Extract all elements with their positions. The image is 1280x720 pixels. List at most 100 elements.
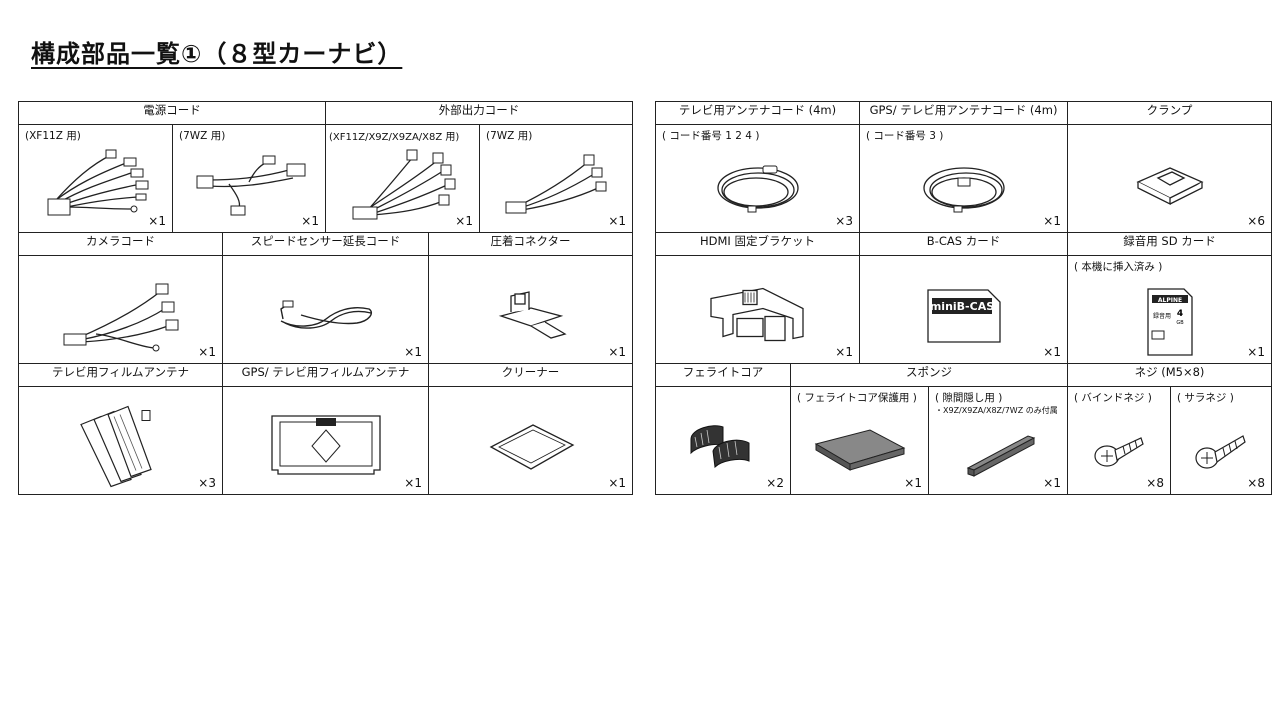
quantity: ×1 (608, 345, 627, 359)
power-harness-illustration (47, 149, 148, 216)
cell-tv-antenna-cord: ( コード番号 1 2 4 ) ×3 (655, 124, 860, 233)
quantity: ×1 (608, 476, 627, 490)
header-power-cord: 電源コード (18, 101, 326, 125)
cell-external-output-cord-7wz: (7WZ 用) ×1 (478, 124, 634, 233)
sponge-note: ・X9Z/X9ZA/X8Z/7WZ のみ付属 (935, 406, 1058, 415)
quantity: ×3 (198, 476, 216, 490)
header-camera-cord: カメラコード (18, 232, 223, 256)
quantity: ×1 (455, 214, 473, 228)
header-clamp: クランプ (1067, 101, 1272, 125)
quantity: ×1 (404, 476, 422, 490)
crimp-connector-illustration (498, 291, 567, 339)
cell-bind-screw: ( バインドネジ ) ×8 (1067, 386, 1171, 495)
quantity: ×1 (904, 476, 922, 490)
cell-hdmi-bracket: ×1 (655, 255, 860, 364)
quantity: ×1 (1043, 345, 1061, 359)
sponge-usage-label: ( 隙間隠し用 ) (935, 392, 1003, 404)
sd-brand: ALPINE (1157, 297, 1181, 304)
header-screw: ネジ (M5×8) (1067, 363, 1272, 387)
sd-label: 録音用 (1152, 312, 1170, 320)
header-gps-tv-film-antenna: GPS/ テレビ用フィルムアンテナ (222, 363, 429, 387)
cell-crimp-connector: ×1 (427, 255, 634, 364)
cell-tv-film-antenna: ×3 (18, 386, 223, 495)
sd-size: 4 (1176, 309, 1182, 319)
parts-table-right: テレビ用アンテナコード (4m) GPS/ テレビ用アンテナコード (4m) ク… (655, 101, 1272, 495)
header-crimp-connector: 圧着コネクター (427, 232, 634, 256)
header-hdmi-bracket: HDMI 固定ブラケット (655, 232, 860, 256)
sd-unit: GB (1176, 320, 1184, 326)
quantity: ×1 (835, 345, 853, 359)
screw-type-label: ( バインドネジ ) (1074, 392, 1152, 404)
quantity: ×8 (1247, 476, 1265, 490)
quantity: ×1 (198, 345, 216, 359)
cell-flat-screw: ( サラネジ ) ×8 (1170, 386, 1272, 495)
power-harness-7wz-illustration (196, 155, 306, 216)
preinstalled-label: ( 本機に挿入済み ) (1074, 261, 1163, 273)
header-sd-card: 録音用 SD カード (1067, 232, 1272, 256)
cell-bcas-card: miniB-CAS ×1 (859, 255, 1068, 364)
hdmi-bracket-illustration (709, 287, 804, 342)
cord-number-label: ( コード番号 3 ) (866, 130, 944, 142)
sponge-usage-label: ( フェライトコア保護用 ) (797, 392, 917, 404)
header-external-output-cord: 外部出力コード (324, 101, 634, 125)
header-tv-antenna-cord: テレビ用アンテナコード (4m) (655, 101, 860, 125)
quantity: ×1 (608, 214, 627, 228)
cell-cleaner: ×1 (427, 386, 634, 495)
sponge-strip-illustration (966, 435, 1036, 478)
parts-table-left: 電源コード 外部出力コード (XF11Z 用) ×1 (7 (18, 101, 634, 495)
cell-external-output-cord-xf11z: (XF11Z/X9Z/X9ZA/X8Z 用) ×1 (325, 124, 480, 233)
variant-label: (XF11Z/X9Z/X9ZA/X8Z 用) (329, 132, 460, 143)
tv-film-antenna-illustration (79, 405, 152, 488)
cell-power-cord-7wz: (7WZ 用) ×1 (172, 124, 326, 233)
bcas-card-illustration: miniB-CAS (926, 289, 1001, 343)
gps-tv-film-antenna-illustration (270, 415, 381, 475)
sd-card-illustration: ALPINE 録音用 4 GB (1146, 288, 1193, 356)
screw-type-label: ( サラネジ ) (1177, 392, 1234, 404)
cord-number-label: ( コード番号 1 2 4 ) (662, 130, 760, 142)
quantity: ×1 (301, 214, 319, 228)
page-title: 構成部品一覧①（８型カーナビ） (31, 40, 403, 68)
cell-power-cord-xf11z: (XF11Z 用) ×1 (18, 124, 173, 233)
external-output-harness-illustration (352, 149, 455, 220)
header-ferrite-core: フェライトコア (655, 363, 791, 387)
cleaner-cloth-illustration (489, 424, 574, 470)
quantity: ×8 (1146, 476, 1164, 490)
ferrite-core-illustration (690, 425, 750, 468)
header-cleaner: クリーナー (427, 363, 634, 387)
quantity: ×1 (148, 214, 166, 228)
cell-gps-tv-film-antenna: ×1 (222, 386, 429, 495)
flat-screw-illustration (1195, 435, 1246, 469)
gps-tv-antenna-cord-illustration (922, 167, 1005, 213)
quantity: ×1 (404, 345, 422, 359)
variant-label: (7WZ 用) (486, 130, 533, 142)
quantity: ×6 (1247, 214, 1265, 228)
cell-sponge-ferrite: ( フェライトコア保護用 ) ×1 (790, 386, 929, 495)
quantity: ×2 (766, 476, 784, 490)
cell-ferrite-core: ×2 (655, 386, 791, 495)
clamp-illustration (1135, 167, 1204, 205)
quantity: ×1 (1043, 476, 1061, 490)
cell-speed-sensor-cord: ×1 (222, 255, 429, 364)
cell-sd-card: ( 本機に挿入済み ) ALPINE 録音用 4 GB ×1 (1067, 255, 1272, 364)
cell-gps-tv-antenna-cord: ( コード番号 3 ) ×1 (859, 124, 1068, 233)
bind-screw-illustration (1094, 437, 1144, 467)
speed-sensor-cord-illustration (279, 300, 372, 329)
sponge-pad-illustration (814, 429, 905, 472)
header-tv-film-antenna: テレビ用フィルムアンテナ (18, 363, 223, 387)
header-bcas-card: B-CAS カード (859, 232, 1068, 256)
cell-sponge-gap: ( 隙間隠し用 ) ・X9Z/X9ZA/X8Z/7WZ のみ付属 ×1 (928, 386, 1068, 495)
quantity: ×1 (1247, 345, 1265, 359)
quantity: ×3 (835, 214, 853, 228)
variant-label: (XF11Z 用) (25, 130, 81, 142)
quantity: ×1 (1043, 214, 1061, 228)
header-speed-sensor-cord: スピードセンサー延長コード (222, 232, 429, 256)
card-text: miniB-CAS (929, 300, 993, 313)
camera-cord-illustration (63, 283, 178, 352)
cell-camera-cord: ×1 (18, 255, 223, 364)
cell-clamp: ×6 (1067, 124, 1272, 233)
variant-label: (7WZ 用) (179, 130, 226, 142)
tv-antenna-cord-illustration (716, 165, 799, 213)
external-output-7wz-illustration (505, 154, 607, 214)
header-gps-tv-antenna-cord: GPS/ テレビ用アンテナコード (4m) (859, 101, 1068, 125)
header-sponge: スポンジ (790, 363, 1068, 387)
